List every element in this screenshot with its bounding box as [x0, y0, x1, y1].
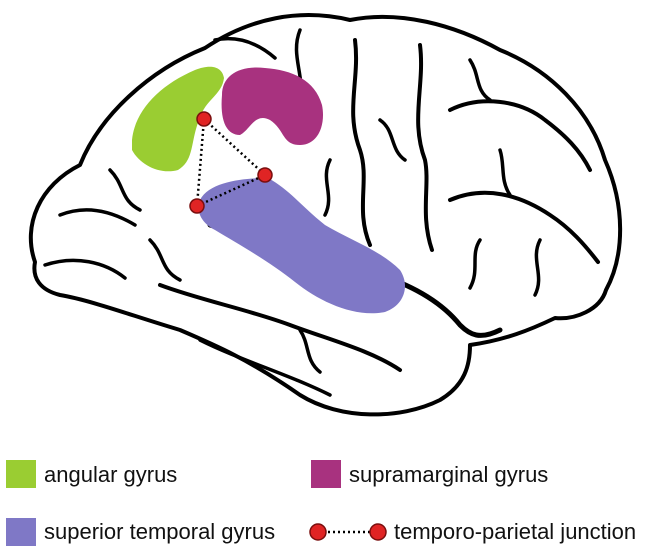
legend-label-angular: angular gyrus	[44, 462, 177, 487]
legend-label-tpj: temporo-parietal junction	[394, 519, 636, 544]
legend-tpj-icon	[310, 524, 386, 540]
legend-label-superior-temporal: superior temporal gyrus	[44, 519, 275, 544]
brain-outline-icon	[31, 15, 620, 414]
legend-swatch-superior-temporal	[6, 518, 36, 546]
legend-label-supramarginal: supramarginal gyrus	[349, 462, 548, 487]
legend-swatch-supramarginal	[311, 460, 341, 488]
tpj-point-top	[197, 112, 211, 126]
legend: angular gyrus supramarginal gyrus superi…	[6, 460, 636, 546]
tpj-point-right	[258, 168, 272, 182]
tpj-point-left	[190, 199, 204, 213]
legend-swatch-angular	[6, 460, 36, 488]
